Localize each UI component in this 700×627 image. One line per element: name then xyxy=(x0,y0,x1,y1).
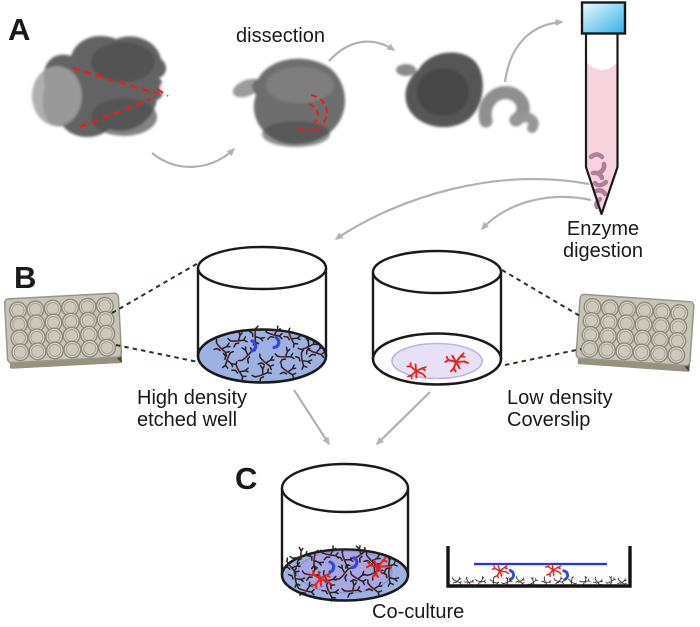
cylinder-walls xyxy=(196,268,328,356)
high-density-caption: High density etched well xyxy=(137,387,247,431)
tube-cap xyxy=(580,1,627,35)
low-density-caption: Low density Coverslip xyxy=(507,387,613,431)
arrow-brain-to-hemisphere xyxy=(151,147,236,168)
inset-dish-walls xyxy=(446,546,632,588)
dissection-cut-lines xyxy=(72,66,169,129)
low-density-caption-line2: Coverslip xyxy=(507,409,591,431)
arrow-low-density-to-coculture xyxy=(375,391,431,446)
tissue-chunks xyxy=(588,152,609,210)
enzyme-caption-line1: Enzyme xyxy=(566,218,640,240)
dissection-label: dissection xyxy=(236,25,325,47)
coverslip-disc xyxy=(391,342,483,380)
well-cylinder-coculture xyxy=(280,462,410,603)
enzyme-digestion-caption: Enzyme digestion xyxy=(552,218,654,262)
coculture-sideview-inset xyxy=(446,546,632,588)
brain-whole-photo xyxy=(32,35,174,137)
well-cylinder-low-density xyxy=(371,249,503,386)
process-arrows xyxy=(151,18,592,446)
enzyme-caption-line2: digestion xyxy=(562,240,644,262)
cylinder-walls xyxy=(280,488,410,575)
brain-hemisphere-photo xyxy=(232,58,346,147)
plate-to-well-connectors xyxy=(111,261,582,366)
well-cylinder-high-density xyxy=(196,245,328,385)
arrow-hemisphere-to-dissected xyxy=(328,40,396,62)
panel-c-label: C xyxy=(235,461,258,496)
tube-outline xyxy=(584,33,619,216)
coculture-caption: Co-culture xyxy=(372,601,465,623)
enzyme-tube xyxy=(580,1,627,216)
cylinder-top-rim xyxy=(196,245,328,291)
inset-cells xyxy=(452,562,628,588)
arrow-tube-to-high-density-well xyxy=(334,178,590,240)
brain-dissected-pieces-photo xyxy=(396,52,539,133)
cylinder-top-rim xyxy=(371,249,503,295)
well-plate-photo-right xyxy=(575,294,694,372)
high-density-caption-line2: etched well xyxy=(137,409,238,431)
hippocampus-outline-dashed xyxy=(297,94,328,132)
high-density-caption-line1: High density xyxy=(137,387,248,409)
low-density-caption-line1: Low density xyxy=(507,387,613,409)
well-plate-photo-left xyxy=(4,293,122,369)
panel-a-label: A xyxy=(8,12,31,47)
arrow-dissected-to-tube xyxy=(503,18,564,83)
cylinder-walls xyxy=(371,272,503,359)
arrow-tube-to-low-density-well xyxy=(480,195,592,231)
arrow-high-density-to-coculture xyxy=(293,389,330,446)
cylinder-top-rim xyxy=(280,462,410,514)
panel-b-label: B xyxy=(14,260,37,295)
